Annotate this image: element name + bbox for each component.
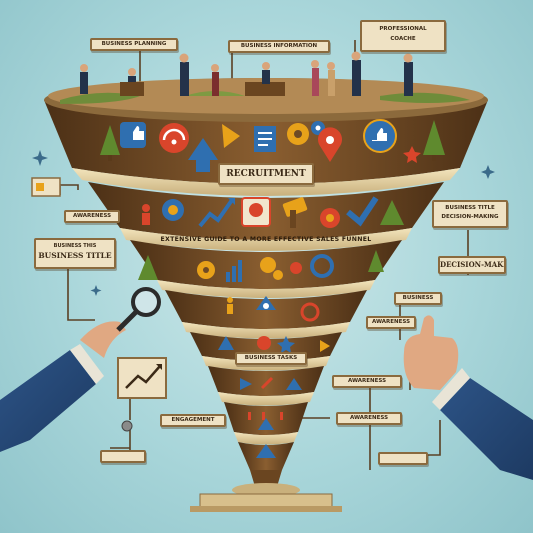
- gear-icon: [320, 208, 340, 228]
- thumbs-up-icon: [120, 122, 146, 148]
- gear-icon: [197, 261, 215, 279]
- person-icon: [257, 336, 271, 350]
- tier3-icons: [197, 254, 334, 282]
- checkmark-icon: [346, 196, 379, 227]
- wifi-icon: [159, 123, 189, 153]
- tier6-icons: [240, 376, 302, 458]
- gear-icon: [287, 123, 309, 145]
- funnel-subtitle: EXTENSIVE GUIDE TO A MORE EFFECTIVE SALE…: [160, 236, 372, 243]
- label-line: COACHE: [390, 36, 416, 42]
- tree-icon: [423, 120, 445, 161]
- label-decision-making: DECISION-MAKING: [438, 256, 506, 274]
- location-pin-icon: [318, 127, 342, 162]
- spiral-icon: [300, 302, 320, 322]
- triangle-icon: [256, 444, 276, 458]
- arrow-icon: [320, 340, 330, 352]
- tree-icon: [100, 125, 120, 161]
- triangle-icon: [286, 378, 302, 390]
- right-arm: [403, 315, 533, 480]
- star-icon: [403, 146, 421, 163]
- label-business-tasks: BUSINESS TASKS: [235, 352, 307, 365]
- funnel-body: [44, 78, 488, 512]
- person-badge-icon: [241, 197, 271, 227]
- gear-icon: [260, 257, 283, 280]
- label-awareness-mid: AWARENESS: [332, 375, 402, 388]
- tier4-icons: [227, 296, 320, 322]
- label-awareness-lower: AWARENESS: [336, 412, 402, 425]
- sparkles: [32, 150, 495, 296]
- triangle-icon: [258, 418, 274, 430]
- shield-like-icon: [363, 119, 397, 153]
- label-arrow-left: [100, 450, 146, 463]
- network-icon: [256, 296, 276, 310]
- chart-icon: [198, 198, 235, 228]
- tree-icon: [368, 250, 384, 272]
- star-icon: [277, 336, 295, 353]
- gavel-icon: [282, 197, 308, 228]
- label-business-information: BUSINESS INFORMATION: [228, 40, 330, 53]
- label-line: PROFESSIONAL: [379, 26, 427, 32]
- document-icon: [254, 126, 276, 152]
- person-icon: [248, 412, 283, 420]
- play-icon: [240, 378, 252, 390]
- label-business-planning: BUSINESS PLANNING: [90, 38, 178, 51]
- arrow-icon: [260, 376, 274, 390]
- arrow-icon: [222, 124, 240, 148]
- triangle-icon: [218, 336, 234, 350]
- refresh-icon: [310, 254, 334, 278]
- tree-icon: [138, 255, 158, 280]
- business-people: [80, 51, 413, 96]
- label-engagement: ENGAGEMENT: [160, 414, 226, 427]
- platform-greenery: [60, 91, 470, 280]
- label-line: BUSINESS THIS: [53, 243, 97, 249]
- tier2-icons: [142, 196, 379, 228]
- label-awareness-left: AWARENESS: [64, 210, 120, 223]
- side-tabs: [31, 177, 133, 432]
- person-icon: [227, 297, 233, 314]
- label-professional-coache: PROFESSIONAL COACHE: [360, 20, 446, 52]
- chart-icon: [226, 260, 242, 282]
- label-awareness-right: AWARENESS: [366, 316, 416, 329]
- label-business-decision: BUSINESS TITLE DECISION-MAKING: [432, 200, 508, 228]
- main-title-recruitment: RECRUITMENT: [218, 163, 314, 185]
- tier5-icons: [218, 336, 330, 353]
- label-regional-serving: BUSINESS THIS BUSINESS TITLE: [34, 238, 116, 269]
- top-row-icons: [120, 119, 421, 172]
- tree-icon: [380, 200, 404, 225]
- gear-icon: [290, 262, 302, 274]
- magnifier-icon: [116, 287, 161, 332]
- growth-chart-frame: [117, 357, 167, 399]
- left-arm: [0, 321, 126, 452]
- label-line: BUSINESS TITLE: [445, 205, 495, 211]
- label-line: DECISION-MAKING: [441, 214, 499, 220]
- label-arrow-right: [378, 452, 428, 465]
- label-line: BUSINESS TITLE: [38, 251, 112, 260]
- gear-icon: [162, 199, 184, 221]
- arrow-up-icon: [188, 138, 218, 172]
- label-business-right: BUSINESS: [394, 292, 442, 305]
- person-icon: [142, 204, 150, 225]
